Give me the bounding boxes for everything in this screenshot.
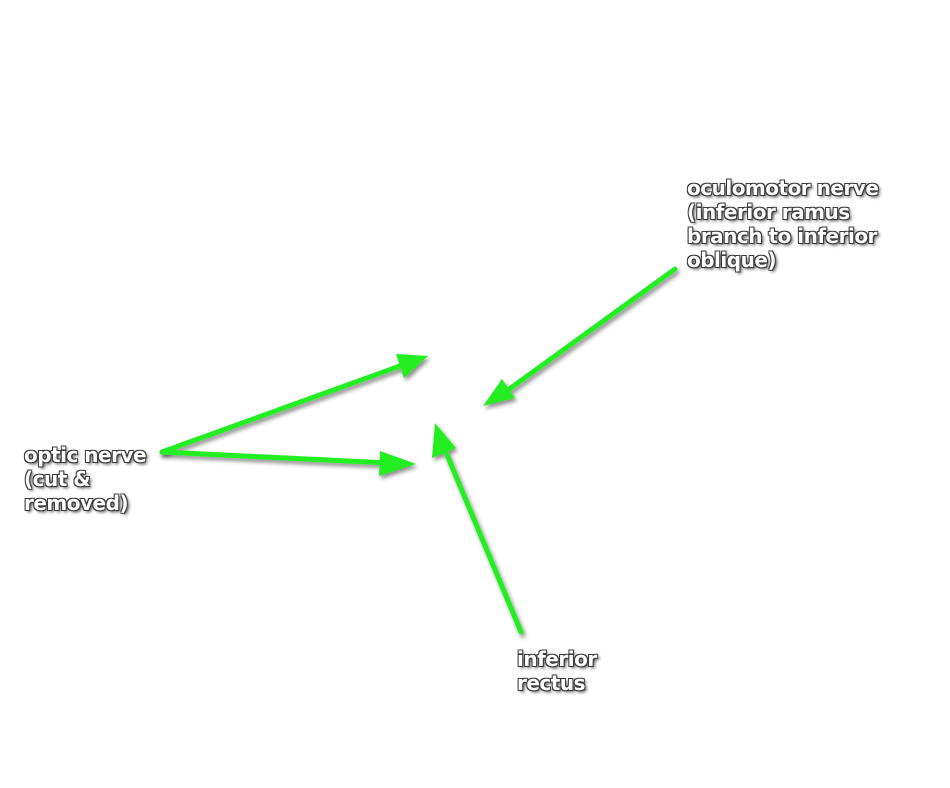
arrow-inferior-rectus xyxy=(432,423,524,635)
label-inferior-rectus: inferior rectus xyxy=(517,647,597,695)
label-line: optic nerve xyxy=(24,443,147,467)
arrow-optic-nerve-lower xyxy=(159,449,416,476)
arrow-oculomotor-nerve xyxy=(483,266,678,406)
label-line: (cut & xyxy=(24,467,91,491)
arrow-optic-nerve-upper xyxy=(159,354,428,455)
label-oculomotor-nerve: oculomotor nerve (inferior ramus branch … xyxy=(687,176,879,272)
label-line: (inferior ramus xyxy=(687,200,850,224)
label-optic-nerve: optic nerve (cut & removed) xyxy=(24,443,147,515)
label-line: inferior xyxy=(517,647,597,671)
label-line: rectus xyxy=(517,671,585,695)
label-line: removed) xyxy=(24,491,129,515)
label-line: oculomotor nerve xyxy=(687,176,879,200)
label-line: oblique) xyxy=(687,248,777,272)
label-line: branch to inferior xyxy=(687,224,877,248)
